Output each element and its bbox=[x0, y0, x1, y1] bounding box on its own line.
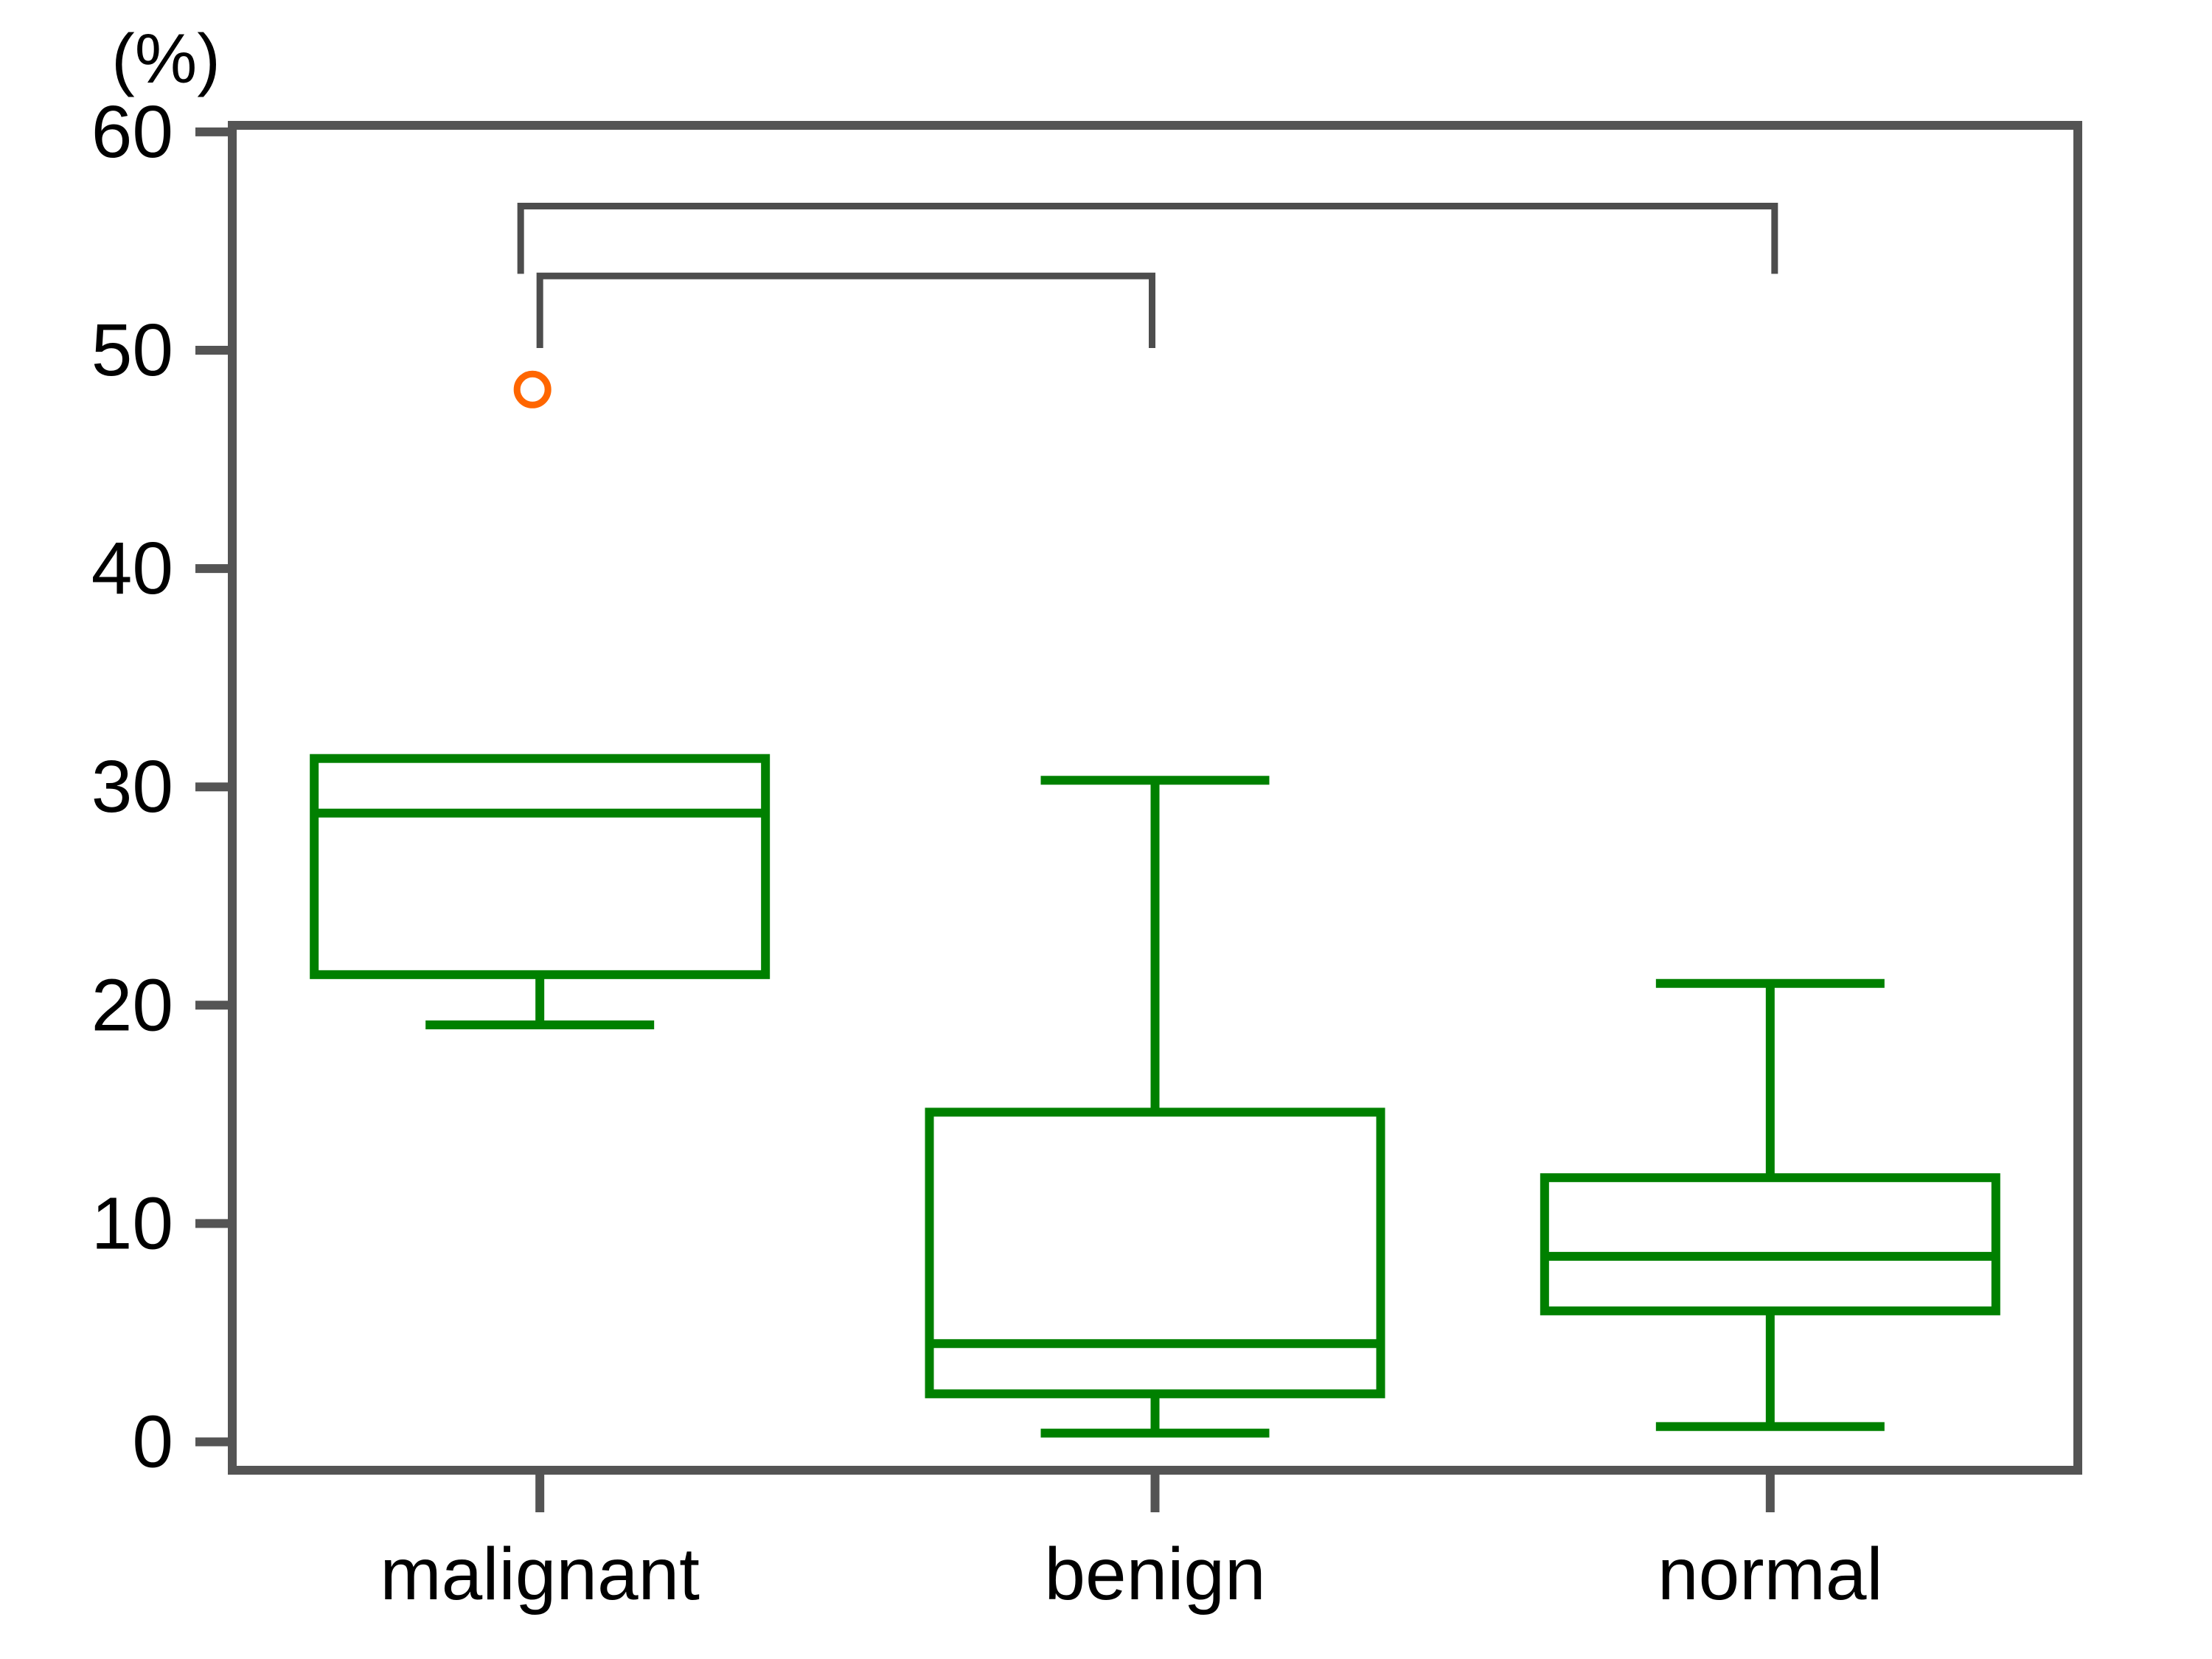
box-normal bbox=[1540, 1173, 2000, 1315]
y-tick-label: 60 bbox=[91, 91, 173, 173]
x-tick-label: normal bbox=[1658, 1533, 1883, 1615]
y-tick-label: 40 bbox=[91, 527, 173, 610]
y-tick-label: 0 bbox=[132, 1401, 173, 1484]
y-tick-label: 50 bbox=[91, 309, 173, 392]
x-tick-label: malignant bbox=[380, 1533, 700, 1615]
x-tick-label: benign bbox=[1044, 1533, 1265, 1615]
outlier-point bbox=[513, 370, 552, 408]
y-axis-unit-label: (%) bbox=[111, 20, 220, 98]
y-tick-label: 30 bbox=[91, 745, 173, 828]
significance-bracket bbox=[536, 272, 1155, 349]
plot-area: 0 10 20 30 40 50 60 malignant benign normal bbox=[91, 91, 2082, 1615]
y-tick-label: 10 bbox=[91, 1182, 173, 1265]
box-benign bbox=[925, 1107, 1385, 1399]
significance-bracket bbox=[517, 203, 1778, 274]
box-malignant bbox=[310, 754, 771, 979]
y-tick-label: 20 bbox=[91, 964, 173, 1046]
